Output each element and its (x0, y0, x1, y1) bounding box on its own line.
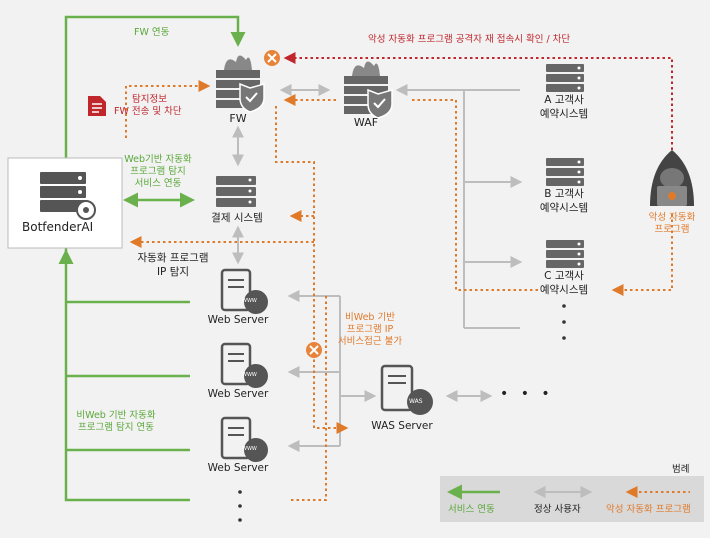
customer-c-name: C 고객사 (544, 270, 584, 282)
www-badge-1: WWW (242, 298, 257, 304)
ip-detect-label-2: IP 탐지 (156, 266, 190, 278)
was-server-label: WAS Server (371, 420, 433, 432)
fw-icon (216, 55, 265, 113)
block-icon-middle (306, 342, 322, 358)
fw-link-label: FW 연동 (134, 27, 170, 38)
was-more-dots: • • • (500, 386, 554, 402)
document-icon (88, 96, 106, 116)
hacker-icon (650, 150, 694, 206)
web-based-label-2: 프로그램 탐지 (130, 166, 186, 177)
web-server-label-1: Web Server (207, 314, 269, 326)
non-web-label-3: 서비스접근 불가 (337, 336, 403, 347)
customer-b-name: B 고객사 (544, 188, 584, 200)
customer-a-system: 예약시스템 (539, 108, 589, 120)
non-web-label-1: 비Web 기반 (345, 312, 395, 323)
waf-icon (344, 61, 393, 119)
customer-b-system: 예약시스템 (539, 202, 589, 214)
non-web-label-2: 프로그램 IP (346, 324, 394, 335)
legend-service-label: 서비스 연동 (448, 504, 495, 515)
legend-normal-label: 정상 사용자 (534, 504, 581, 515)
legend-malicious-label: 악성 자동화 프로그램 (606, 504, 691, 515)
web-server-icon-3 (220, 416, 268, 462)
web-based-label-1: Web기반 자동화 (124, 154, 192, 165)
payment-label: 결제 시스템 (211, 212, 263, 224)
reconnect-label: 악성 자동화 프로그램 공격자 재 접속시 확인 / 차단 (368, 34, 571, 45)
normal-user-links (232, 84, 523, 452)
ip-detect-label-1: 자동화 프로그램 (137, 252, 209, 264)
web-server-label-3: Web Server (207, 462, 269, 474)
service-links (58, 15, 246, 502)
customer-b-server-icon (546, 158, 584, 186)
web-based-label-3: 서비스 연동 (134, 178, 182, 189)
customer-more-dots (562, 304, 566, 340)
web-server-more-dots (238, 490, 242, 522)
botfender-node (7, 157, 123, 249)
waf-label: WAF (353, 116, 379, 129)
web-server-icon-1 (220, 268, 268, 314)
customer-c-server-icon (546, 240, 584, 268)
fw-label: FW (229, 112, 247, 125)
malicious-links (125, 80, 673, 501)
legend-title: 범례 (672, 464, 690, 475)
www-badge-2: WWW (242, 372, 257, 378)
web-server-label-2: Web Server (207, 388, 269, 400)
detect-label-1: 탐지정보 (132, 94, 167, 105)
was-badge: WAS (409, 398, 423, 405)
customer-c-system: 예약시스템 (539, 284, 589, 296)
legend-box (440, 476, 704, 522)
www-badge-3: WWW (242, 446, 257, 452)
non-web-link-label-2: 프로그램 탐지 연동 (78, 422, 154, 433)
detect-label-2: FW 전송 및 차단 (114, 106, 182, 117)
payment-server-icon (216, 176, 256, 207)
customer-a-name: A 고객사 (544, 94, 584, 106)
non-web-link-label-1: 비Web 기반 자동화 (76, 410, 156, 421)
attacker-label-1: 악성 자동화 (648, 212, 696, 223)
block-icon-top (264, 50, 280, 66)
customer-a-server-icon (546, 64, 584, 92)
web-server-icon-2 (220, 342, 268, 388)
was-server-icon (380, 364, 433, 415)
block-line (283, 52, 673, 150)
attacker-label-2: 프로그램 (654, 224, 690, 235)
botfender-label: BotfenderAI (22, 220, 94, 234)
